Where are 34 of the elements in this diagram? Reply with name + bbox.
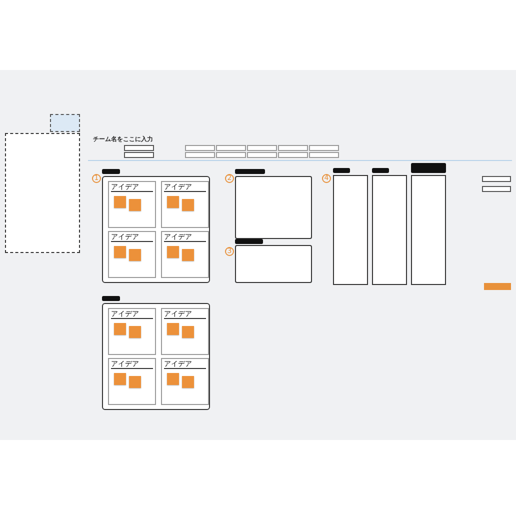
column-panel	[372, 175, 407, 285]
note-card	[50, 114, 80, 132]
idea-card	[161, 308, 209, 355]
instruction-panel	[5, 133, 80, 253]
idea-card	[108, 231, 156, 278]
action-button	[484, 283, 511, 290]
idea-card	[161, 358, 209, 405]
sticky-note	[167, 373, 179, 385]
idea-card	[108, 181, 156, 228]
sticky-note	[114, 196, 126, 208]
sticky-note	[114, 246, 126, 258]
sticky-note	[182, 326, 194, 338]
idea-board	[235, 245, 312, 283]
sticky-note	[129, 326, 141, 338]
idea-card	[108, 308, 156, 355]
column-panel	[411, 175, 446, 285]
sticky-note	[182, 376, 194, 388]
sticky-note	[182, 249, 194, 261]
idea-card	[161, 181, 209, 228]
sticky-note	[114, 323, 126, 335]
sticky-note	[129, 376, 141, 388]
idea-board	[235, 176, 312, 239]
sticky-note	[167, 246, 179, 258]
sticky-note	[129, 199, 141, 211]
sticky-note	[167, 323, 179, 335]
sticky-note	[129, 249, 141, 261]
sticky-note	[114, 373, 126, 385]
column-panel	[333, 175, 368, 285]
sticky-note	[182, 199, 194, 211]
sticky-note	[167, 196, 179, 208]
idea-card	[161, 231, 209, 278]
idea-card	[108, 358, 156, 405]
section-frame	[102, 303, 210, 410]
section-frame	[102, 176, 210, 283]
